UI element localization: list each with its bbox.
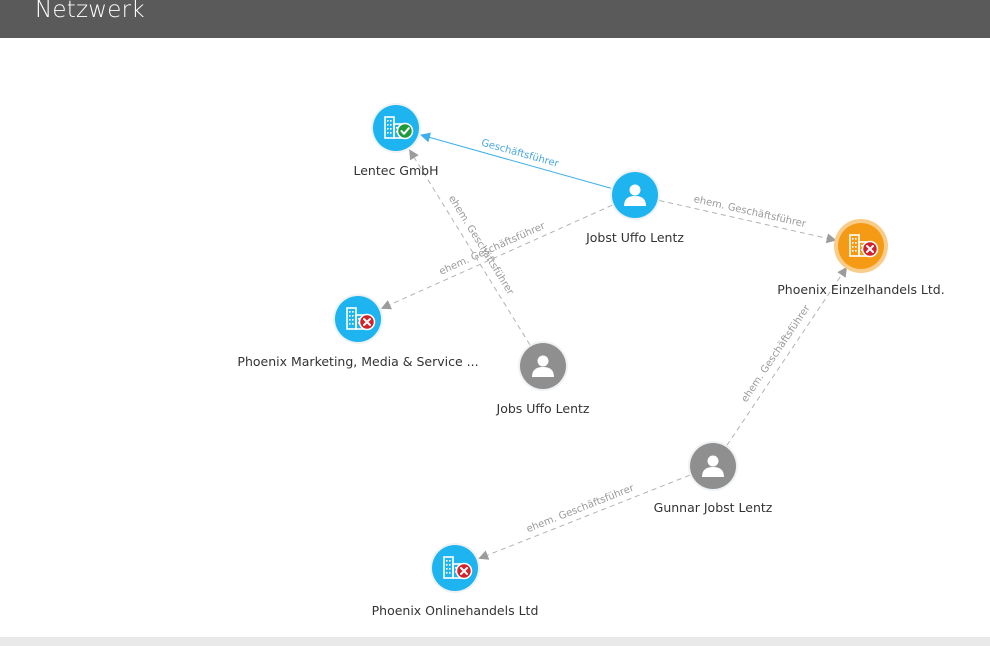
edge-jobst-einzel[interactable]: ehem. Geschäftsführer xyxy=(659,194,837,244)
edge-line xyxy=(478,474,690,560)
footer-bar xyxy=(0,637,990,646)
node-label: Jobs Uffo Lentz xyxy=(496,401,590,416)
edge-label: ehem. Geschäftsführer xyxy=(693,194,808,230)
page-title: Netzwerk xyxy=(35,0,145,23)
node-label: Jobst Uffo Lentz xyxy=(585,230,684,245)
node-label: Phoenix Marketing, Media & Service ... xyxy=(237,354,478,369)
edge-label: Geschäftsführer xyxy=(480,138,561,170)
edge-jobs-lentec[interactable]: ehem. Geschäftsführer xyxy=(409,149,531,345)
node-jobs[interactable]: Jobs Uffo Lentz xyxy=(496,341,590,416)
node-label: Phoenix Einzelhandels Ltd. xyxy=(777,282,944,297)
edge-line xyxy=(380,204,613,310)
node-jobst[interactable]: Jobst Uffo Lentz xyxy=(585,170,684,245)
header-bar: Netzwerk xyxy=(0,0,990,38)
edge-line xyxy=(420,132,612,189)
edge-line xyxy=(659,200,837,244)
node-online[interactable]: Phoenix Onlinehandels Ltd xyxy=(372,543,539,618)
person-icon xyxy=(532,355,554,377)
node-einzel[interactable]: Phoenix Einzelhandels Ltd. xyxy=(777,219,945,297)
node-label: Phoenix Onlinehandels Ltd xyxy=(372,603,539,618)
edge-line xyxy=(409,149,531,345)
person-icon xyxy=(702,455,724,477)
person-icon xyxy=(624,184,646,206)
close-badge-icon xyxy=(861,240,879,258)
close-badge-icon xyxy=(358,313,376,331)
node-gunnar[interactable]: Gunnar Jobst Lentz xyxy=(654,441,773,515)
check-badge-icon xyxy=(396,122,414,140)
edge-label: ehem. Geschäftsführer xyxy=(525,482,636,535)
close-badge-icon xyxy=(455,562,473,580)
node-marketing[interactable]: Phoenix Marketing, Media & Service ... xyxy=(237,294,479,369)
node-label: Gunnar Jobst Lentz xyxy=(654,500,773,515)
edge-jobst-lentec[interactable]: Geschäftsführer xyxy=(420,132,612,189)
node-lentec[interactable]: Lentec GmbH xyxy=(354,103,439,178)
edge-gunnar-online[interactable]: ehem. Geschäftsführer xyxy=(478,474,690,560)
edge-label: ehem. Geschäftsführer xyxy=(740,302,814,404)
node-label: Lentec GmbH xyxy=(354,163,439,178)
edge-jobst-marketing[interactable]: ehem. Geschäftsführer xyxy=(380,204,613,310)
